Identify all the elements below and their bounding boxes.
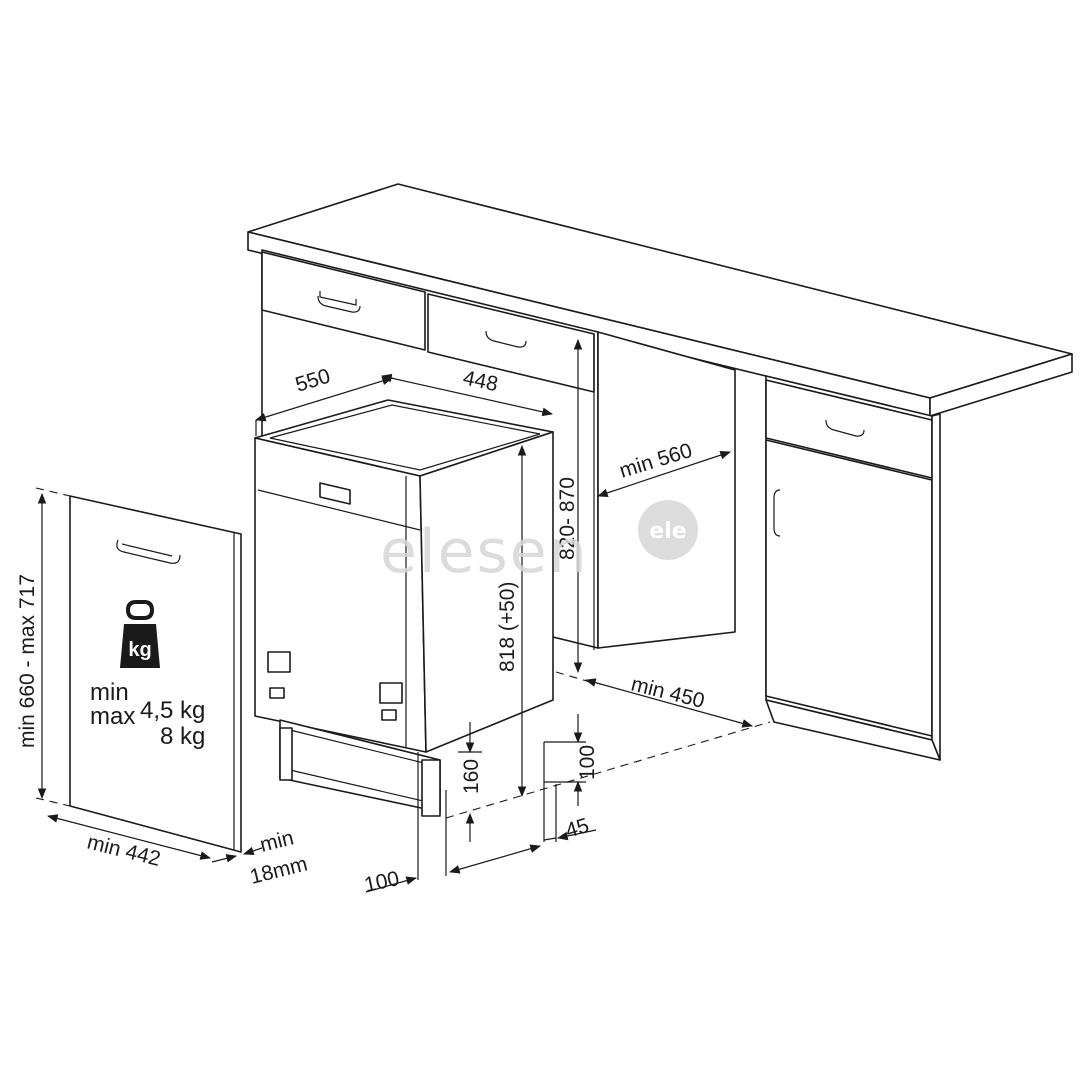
dim-cabinet-height: 820- 870 bbox=[556, 477, 579, 560]
weight-icon-text: kg bbox=[128, 639, 151, 661]
dim-plinth-depth: 100 bbox=[362, 867, 401, 897]
dim-door-thickness-line2: 18mm bbox=[248, 852, 310, 888]
decor-door-panel bbox=[69, 495, 242, 853]
dimension-lines bbox=[35, 338, 771, 893]
dim-door-thickness-line1: min bbox=[258, 826, 296, 857]
door-weight-max-label: max bbox=[90, 703, 135, 730]
watermark-text: elesen bbox=[380, 517, 589, 587]
door-weight-min-label: min bbox=[90, 679, 129, 706]
dim-door-width: min 442 bbox=[85, 831, 163, 871]
door-weight-min-value: 4,5 kg bbox=[140, 697, 205, 724]
dim-plinth-offset: 45 bbox=[563, 814, 592, 843]
door-weight-max-value: 8 kg bbox=[160, 723, 205, 750]
dishwasher-body bbox=[254, 399, 554, 817]
dim-appliance-height: 818 (+50) bbox=[496, 582, 519, 672]
dim-plinth-height: 100 bbox=[576, 745, 599, 780]
dim-door-height: min 660 - max 717 bbox=[16, 574, 39, 748]
weight-kg-icon: kg bbox=[120, 600, 160, 668]
watermark-badge: ele bbox=[649, 519, 686, 544]
watermark: elesen ele bbox=[380, 500, 698, 587]
dim-niche-width: min 450 bbox=[629, 673, 707, 713]
door-weight-spec: min 4,5 kg max 8 kg bbox=[90, 679, 205, 750]
dim-toe-kick-height: 160 bbox=[460, 759, 483, 794]
